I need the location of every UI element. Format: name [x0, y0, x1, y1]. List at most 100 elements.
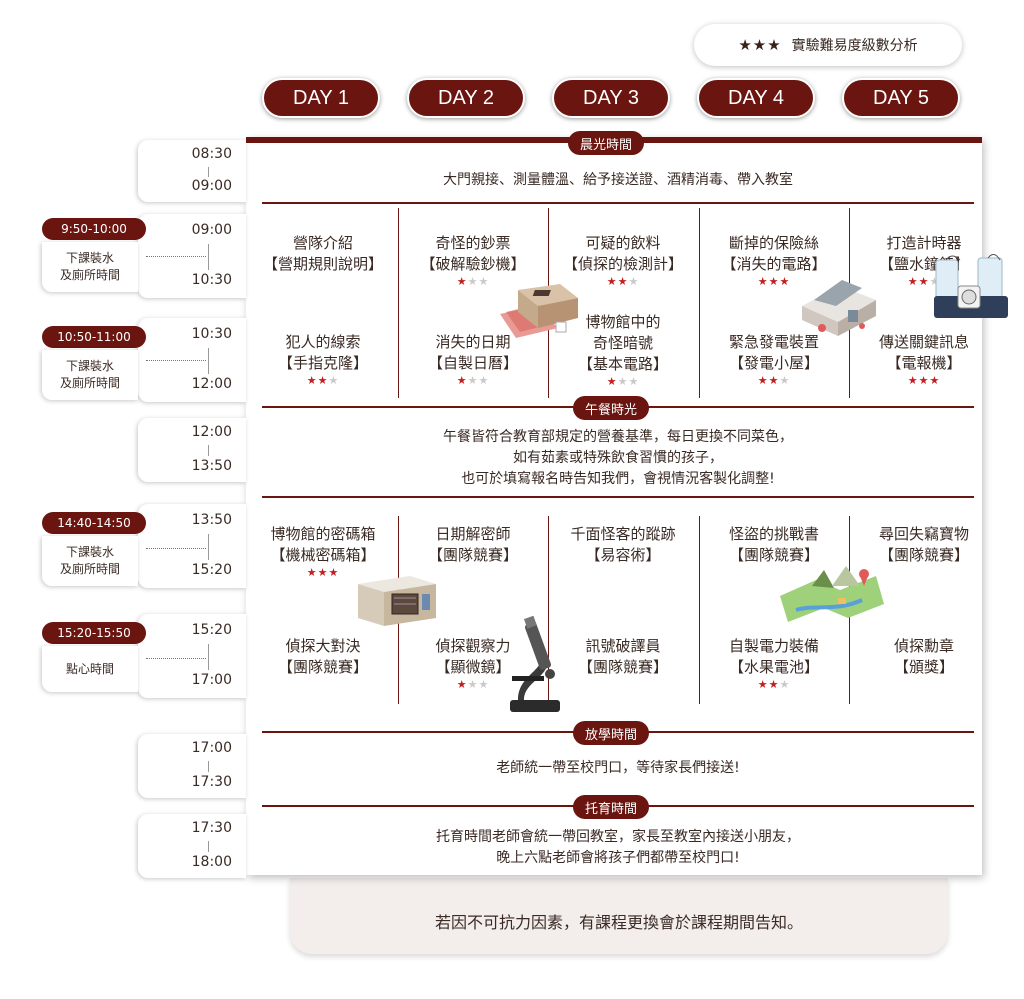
activity-sub: 【營期規則說明】: [262, 255, 383, 273]
star-icon: ★: [617, 375, 629, 388]
activity-title: 博物館的密碼箱: [270, 525, 376, 543]
break-line: 下課裝水: [65, 251, 114, 265]
activity-cell: 偵探勳章 【頒獎】: [849, 636, 999, 678]
break-connector: [146, 658, 206, 659]
star-icon: ★: [779, 678, 791, 691]
salt-water-clock-icon: [934, 254, 1008, 318]
break-line: 及廁所時間: [59, 562, 120, 576]
rating: ★★★: [457, 275, 490, 289]
time-end: 12:00: [191, 376, 232, 392]
activity-cell: 尋回失竊寶物 【團隊競賽】: [849, 524, 999, 566]
time-tick: [208, 348, 209, 374]
star-icon: ★: [478, 275, 490, 288]
activity-sub: 【消失的電路】: [721, 255, 827, 273]
activity-sub: 【基本電路】: [577, 355, 668, 373]
star-icon: ★: [907, 275, 919, 288]
activity-sub: 【水果電池】: [728, 658, 819, 676]
day-4-header: DAY 4: [697, 78, 815, 118]
star-icon: ★: [328, 374, 340, 387]
star-icon: ★: [306, 566, 318, 579]
break-time: 14:40-14:50: [42, 512, 146, 534]
rating: ★★★: [758, 374, 791, 388]
lunch-note: 午餐皆符合教育部規定的營養基準，每日更換不同菜色， 如有茹素或特殊飲食習慣的孩子…: [262, 427, 974, 490]
star-icon: ★: [757, 678, 769, 691]
activity-title: 偵探觀察力: [435, 637, 511, 655]
activity-sub: 【電報機】: [886, 354, 962, 372]
activity-title: 打造計時器: [886, 234, 962, 252]
activity-title: 可疑的飲料: [585, 234, 661, 252]
break-desc: 下課裝水 及廁所時間: [42, 536, 138, 586]
activity-cell: 博物館中的 奇怪暗號 【基本電路】 ★★★: [548, 312, 698, 389]
activity-title: 消失的日期: [435, 333, 511, 351]
section-label-lunch: 午餐時光: [573, 396, 650, 420]
column-divider: [398, 208, 399, 398]
activity-sub: 【發電小屋】: [728, 354, 819, 372]
day-1-header: DAY 1: [262, 78, 380, 118]
activity-cell: 怪盜的挑戰書 【團隊競賽】: [699, 524, 849, 566]
section-label-morning: 晨光時間: [568, 131, 645, 155]
activity-sub: 【顯微鏡】: [435, 658, 511, 676]
star-icon: ★: [929, 374, 941, 387]
activity-sub: 【手指克隆】: [277, 354, 368, 372]
rating: ★★★: [758, 678, 791, 692]
activity-title: 自製電力裝備: [728, 637, 819, 655]
activity-title: 傳送關鍵訊息: [878, 333, 969, 351]
break-desc: 下課裝水 及廁所時間: [42, 242, 138, 292]
activity-sub: 【自製日曆】: [427, 354, 518, 372]
star-icon: ★: [456, 275, 468, 288]
time-start: 13:50: [191, 512, 232, 528]
star-icon: ★: [918, 374, 930, 387]
time-tick: [208, 167, 209, 177]
star-icon: ★: [317, 566, 329, 579]
star-icon: ★: [467, 678, 479, 691]
section-label-daycare: 托育時間: [573, 795, 650, 819]
break-desc: 點心時間: [42, 646, 138, 692]
activity-title: 尋回失竊寶物: [878, 525, 969, 543]
schedule-panel: [246, 137, 982, 875]
activity-title: 博物館中的: [585, 313, 661, 331]
time-end: 13:50: [191, 458, 232, 474]
time-end: 17:00: [191, 672, 232, 688]
break-box: 10:50-11:00 下課裝水 及廁所時間: [42, 326, 146, 400]
star-icon: ★: [757, 374, 769, 387]
activity-cell: 訊號破譯員 【團隊競賽】: [548, 636, 698, 678]
power-house-icon: [802, 280, 876, 336]
break-box: 14:40-14:50 下課裝水 及廁所時間: [42, 512, 146, 586]
footer-text: 若因不可抗力因素，有課程更換會於課程期間告知。: [434, 913, 803, 932]
daycare-note: 托育時間老師會統一帶回教室，家長至教室內接送小朋友， 晚上六點老師會將孩子們都帶…: [262, 827, 974, 869]
activity-cell: 博物館的密碼箱 【機械密碼箱】 ★★★: [248, 524, 398, 580]
activity-title: 營隊介紹: [292, 234, 353, 252]
activity-sub: 【團隊競賽】: [577, 658, 668, 676]
activity-sub: 【團隊競賽】: [277, 658, 368, 676]
star-icon: ★: [929, 275, 941, 288]
activity-cell: 偵探觀察力 【顯微鏡】 ★★★: [398, 636, 548, 692]
note-line: 托育時間老師會統一帶回教室，家長至教室內接送小朋友，: [436, 829, 800, 845]
star-icon: ★: [628, 275, 640, 288]
divider: [262, 202, 974, 204]
break-line: 及廁所時間: [59, 376, 120, 390]
morning-note: 大門親接、測量體溫、給予接送證、酒精消毒、帶入教室: [443, 172, 793, 188]
section-label-school-out: 放學時間: [573, 721, 650, 745]
star-icon: ★: [628, 375, 640, 388]
activity-sub: 【團隊競賽】: [878, 546, 969, 564]
activity-cell: 可疑的飲料 【偵探的檢測計】 ★★★: [548, 233, 698, 289]
time-start: 10:30: [191, 326, 232, 342]
activity-cell: 奇怪的鈔票 【破解驗鈔機】 ★★★: [398, 233, 548, 289]
time-tick: [208, 644, 209, 670]
rating: ★★★: [758, 275, 791, 289]
star-icon: ★: [456, 374, 468, 387]
star-icon: ★: [478, 678, 490, 691]
activity-title: 犯人的線索: [285, 333, 361, 351]
break-time: 10:50-11:00: [42, 326, 146, 348]
star-icon: ★: [768, 678, 780, 691]
break-connector: [146, 548, 206, 549]
break-desc: 下課裝水 及廁所時間: [42, 350, 138, 400]
time-slot: 13:50 15:20: [138, 504, 246, 588]
rating: ★★★: [457, 374, 490, 388]
activity-cell: 斷掉的保險絲 【消失的電路】 ★★★: [699, 233, 849, 289]
break-connector: [146, 360, 206, 361]
time-slot: 17:00 17:30: [138, 734, 246, 798]
activity-sub: 【團隊競賽】: [728, 546, 819, 564]
activity-sub: 【破解驗鈔機】: [420, 255, 526, 273]
map-icon: [780, 566, 884, 622]
